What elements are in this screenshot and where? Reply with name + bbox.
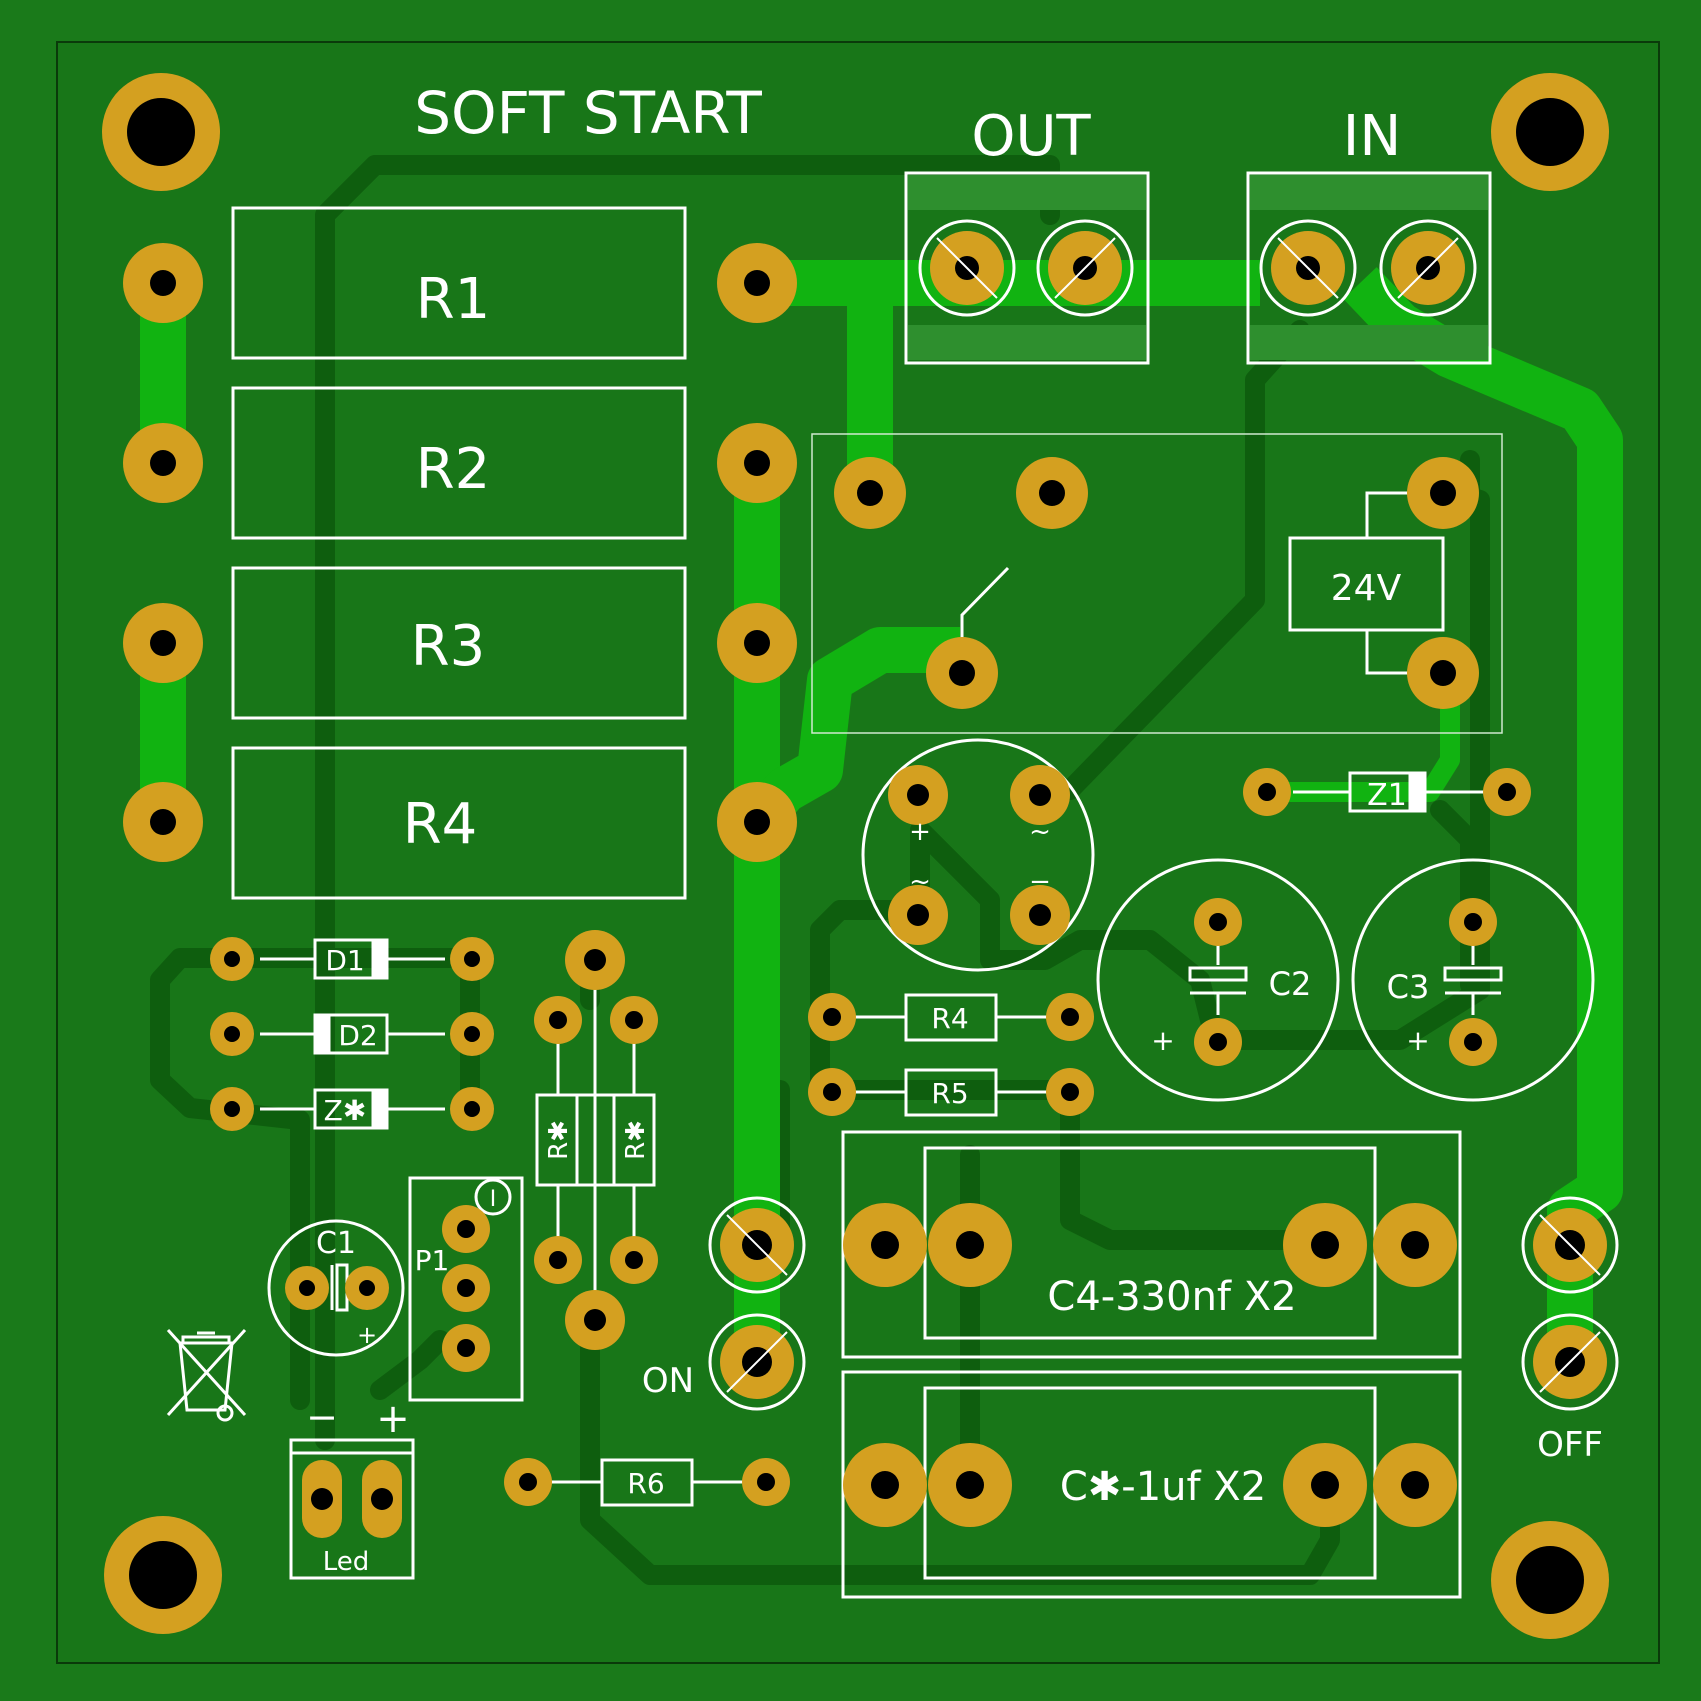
c4-label: C4-330nf X2 xyxy=(1047,1274,1296,1320)
rstar-b-label: R✱ xyxy=(621,1120,651,1160)
bridge-outline xyxy=(861,738,1095,972)
on-label: ON xyxy=(642,1361,694,1401)
cstar-outer-outline xyxy=(841,1370,1462,1599)
coil-voltage-label: 24V xyxy=(1331,568,1402,609)
out-label: OUT xyxy=(971,104,1091,169)
r4-small-label: R4 xyxy=(931,1002,968,1035)
board-title: SOFT START xyxy=(414,79,762,147)
r1-label: R1 xyxy=(416,267,491,332)
bridge-ac-2: ~ xyxy=(909,867,931,897)
p1-outline xyxy=(408,1176,524,1402)
mounting-hole-icon xyxy=(1491,1521,1609,1639)
cstar-label: C✱-1uf X2 xyxy=(1060,1464,1266,1510)
r4-label: R4 xyxy=(403,792,478,857)
mounting-hole-icon xyxy=(1491,73,1609,191)
out-terminal-outline xyxy=(904,171,1150,365)
rstar-a-label: R✱ xyxy=(544,1120,574,1160)
r3-outline xyxy=(231,566,687,720)
r4-outline xyxy=(231,746,687,900)
r2-outline xyxy=(231,386,687,540)
bridge-minus: − xyxy=(1029,867,1051,897)
z1-label: Z1 xyxy=(1367,778,1407,813)
c2-outline xyxy=(1096,858,1340,1102)
led-label: Led xyxy=(323,1547,370,1577)
mounting-hole-icon xyxy=(104,1516,222,1634)
relay-outline xyxy=(811,433,1503,734)
mounting-holes xyxy=(102,73,1609,1639)
c1-plus: + xyxy=(357,1321,377,1349)
r2-label: R2 xyxy=(416,437,491,502)
zstar-label: Z✱ xyxy=(324,1094,367,1127)
silkscreen xyxy=(231,171,1619,1599)
pads xyxy=(123,231,1607,1538)
p1-dot-label: I xyxy=(490,1187,497,1212)
c2-plus: + xyxy=(1151,1024,1174,1057)
bridge-plus: + xyxy=(909,817,931,847)
c1-label: C1 xyxy=(316,1226,356,1261)
led-minus-label: − xyxy=(306,1395,338,1439)
mounting-hole-icon xyxy=(102,73,220,191)
weee-bin-icon xyxy=(166,1328,247,1422)
off-label: OFF xyxy=(1537,1425,1603,1465)
led-plus-label: + xyxy=(376,1396,410,1442)
r1-outline xyxy=(231,206,687,360)
labels: SOFT START OUT IN R1 R2 R3 R4 24V Z1 C2 … xyxy=(306,79,1603,1577)
cap-symbols xyxy=(330,945,1503,1312)
c3-label: C3 xyxy=(1387,968,1430,1006)
led-connector-outline xyxy=(289,1438,415,1580)
c3-outline xyxy=(1351,858,1595,1102)
p1-marker xyxy=(474,1178,512,1216)
c1-outline xyxy=(267,1219,405,1357)
r6-label: R6 xyxy=(627,1467,664,1500)
c4-outer-outline xyxy=(841,1130,1462,1359)
r3-label: R3 xyxy=(411,614,486,679)
d2-label: D2 xyxy=(338,1019,377,1052)
p1-label: P1 xyxy=(415,1244,450,1277)
r5-label: R5 xyxy=(931,1077,968,1110)
c3-plus: + xyxy=(1406,1024,1429,1057)
in-terminal-outline xyxy=(1246,171,1492,365)
pad-marks xyxy=(726,237,1601,1393)
c2-label: C2 xyxy=(1269,965,1312,1003)
in-label: IN xyxy=(1343,104,1401,169)
bridge-ac-1: ~ xyxy=(1029,817,1051,847)
d1-label: D1 xyxy=(325,944,364,977)
